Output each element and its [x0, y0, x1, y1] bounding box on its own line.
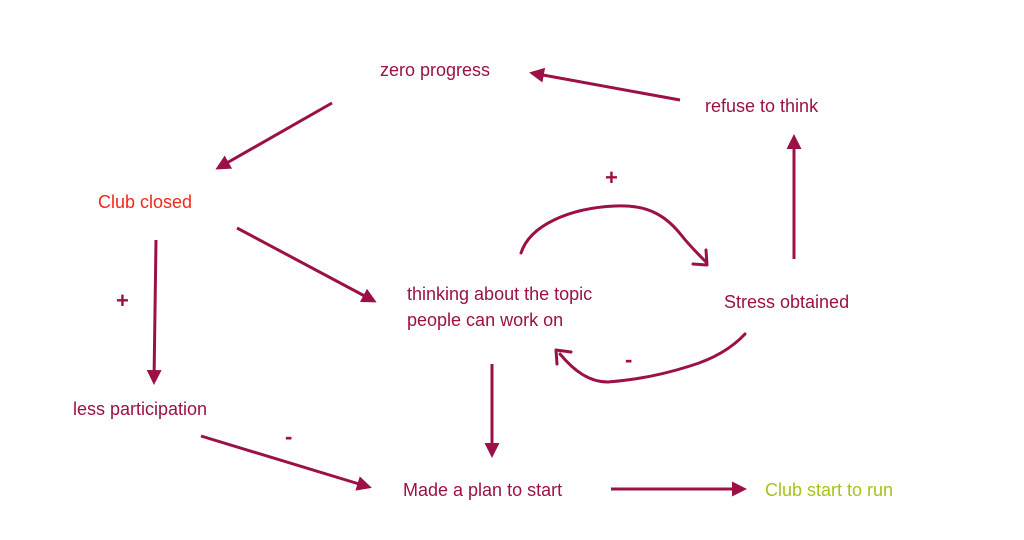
arrow-less-participation-to-plan [200, 434, 372, 491]
node-zero-progress: zero progress [380, 60, 491, 80]
curve-thinking-to-stress [519, 204, 708, 264]
node-thinking-line-2: people can work on [407, 310, 564, 330]
node-club-closed: Club closed [98, 192, 193, 212]
sign-less-participation-to-plan: - [285, 424, 293, 449]
arrow-refuse-to-zero-progress [529, 67, 681, 102]
arrow-club-closed-to-thinking [236, 226, 377, 303]
sign-stress-to-thinking: - [625, 347, 633, 372]
node-less-participation: less participation [73, 399, 208, 419]
sign-club-closed-to-less-participation: + [116, 288, 129, 313]
node-refuse-to-think: refuse to think [705, 96, 819, 116]
curve-stress-to-thinking [558, 332, 747, 384]
arrow-club-closed-to-less-participation [146, 239, 162, 385]
node-stress-obtained: Stress obtained [724, 292, 850, 312]
curve-stress-to-thinking-head [554, 348, 573, 366]
node-thinking-about-topic: thinking about the topic people can work… [407, 281, 592, 333]
node-made-a-plan: Made a plan to start [403, 480, 563, 500]
node-thinking-line-1: thinking about the topic [407, 284, 593, 304]
node-club-start-to-run: Club start to run [765, 480, 894, 500]
sign-thinking-to-stress: + [605, 165, 618, 190]
curve-thinking-to-stress-head [691, 248, 709, 267]
arrow-zero-progress-to-club-closed [215, 101, 333, 170]
